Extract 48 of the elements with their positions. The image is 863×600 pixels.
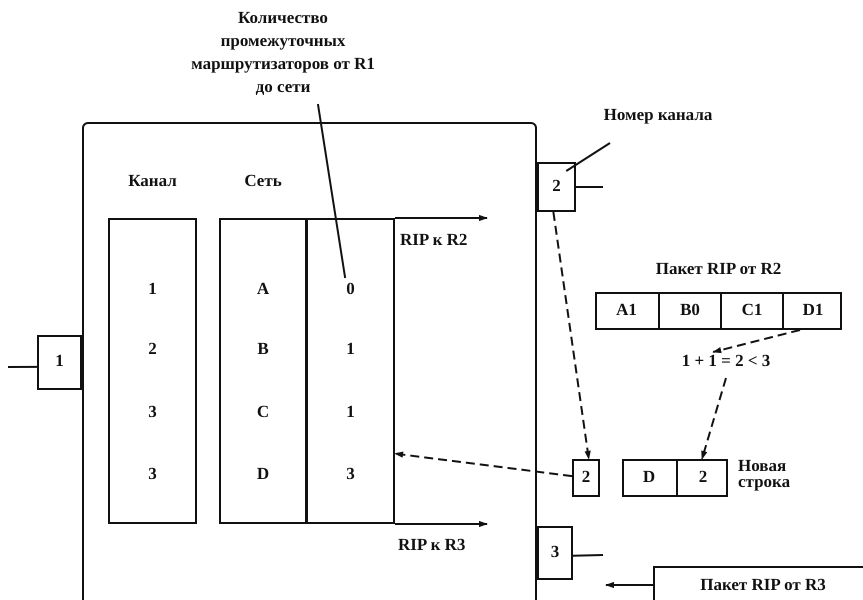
field-text: 1: [54, 352, 65, 371]
packet-heading: Пакет RIP от R2: [654, 260, 782, 279]
arrow: [395, 214, 488, 222]
port-box: [537, 162, 576, 212]
table-value: C: [256, 403, 270, 422]
field-text: B0: [679, 300, 701, 320]
table-value: 3: [147, 403, 158, 422]
callout-text: Номер канала: [602, 106, 714, 125]
table-value: 3: [147, 465, 158, 484]
column-heading: Канал: [127, 172, 178, 191]
arrow: [394, 452, 572, 478]
field-text: D: [642, 468, 656, 486]
field-text: A1: [615, 300, 638, 320]
table-column: [306, 218, 395, 524]
formula-text: 1 + 1 = 2 < 3: [680, 352, 772, 371]
field-text: 2: [551, 176, 562, 196]
port-box: [37, 335, 82, 390]
leader-line: [8, 366, 37, 368]
arrow: [605, 582, 653, 588]
arrow: [701, 378, 727, 460]
arrow: [395, 520, 488, 528]
field-text: D1: [802, 300, 824, 320]
table-value: 1: [147, 280, 158, 299]
field-text: C1: [740, 300, 764, 320]
leader-line: [576, 186, 603, 188]
column-heading: Сеть: [243, 172, 283, 191]
field-text: 2: [580, 468, 592, 486]
table-value: 0: [345, 280, 356, 299]
table-value: 2: [147, 340, 158, 359]
port-box: [537, 526, 573, 580]
port-box: [572, 459, 600, 497]
table-value: A: [256, 280, 270, 299]
leader-line: [316, 104, 346, 278]
table-value: 3: [345, 465, 356, 484]
packet-label-box: [653, 566, 863, 600]
arrow: [552, 212, 591, 460]
arrow: [712, 329, 800, 354]
field-text: Пакет RIP от R3: [699, 576, 827, 595]
table-value: B: [256, 340, 270, 359]
leader-line: [572, 554, 604, 557]
table-value: D: [256, 465, 270, 484]
callout-text: Количество промежуточных маршрутизаторов от R1 до сети: [190, 7, 376, 98]
leader-line: [566, 142, 611, 172]
table-value: 1: [345, 340, 356, 359]
table-value: 1: [345, 403, 356, 422]
field-text: 3: [550, 542, 560, 562]
field-text: 2: [698, 468, 708, 486]
row-caption: Новая строка: [738, 458, 792, 490]
